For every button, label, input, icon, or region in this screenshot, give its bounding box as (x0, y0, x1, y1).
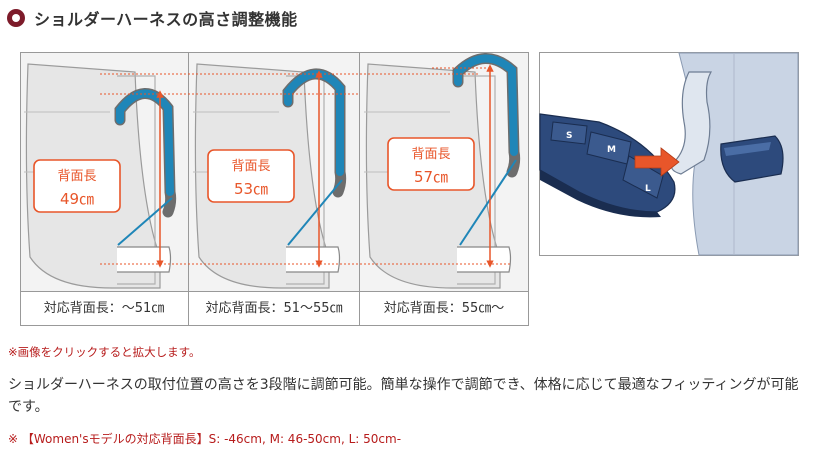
panel-2-label: 背面長 (231, 159, 270, 174)
panel-2-caption: 対応背面長：51〜55㎝ (205, 301, 342, 316)
panel-49: 背面長 49㎝ 対応背面長：〜51㎝ (21, 53, 188, 316)
section-heading: ショルダーハーネスの高さ調整機能 (6, 6, 298, 30)
panel-1-value: 49㎝ (60, 190, 94, 208)
panel-2-value: 53㎝ (234, 180, 268, 198)
height-adjustment-diagram[interactable]: 背面長 49㎝ 対応背面長：〜51㎝ 背面長 53㎝ 対応背面長：51〜55㎝ … (20, 52, 529, 326)
panel-3-caption: 対応背面長：55㎝〜 (384, 301, 505, 316)
panel-1-caption: 対応背面長：〜51㎝ (44, 301, 165, 316)
panel-3-value: 57㎝ (414, 168, 448, 186)
orange-arrow-icon (634, 147, 680, 177)
circle-bullet-icon (7, 9, 25, 27)
click-to-enlarge-note: ※画像をクリックすると拡大します。 (8, 345, 201, 359)
panel-1-label: 背面長 (57, 169, 96, 184)
panel-53: 背面長 53㎝ 対応背面長：51〜55㎝ (189, 53, 359, 316)
womens-size-note: ※ 【Women'sモデルの対応背面長】S: -46cm, M: 46-50cm… (8, 432, 402, 446)
harness-slot-closeup[interactable]: S M L (539, 52, 799, 256)
feature-description: ショルダーハーネスの取付位置の高さを3段階に調節可能。簡単な操作で調節でき、体格… (8, 377, 799, 415)
section-title: ショルダーハーネスの高さ調整機能 (34, 10, 298, 29)
slot-label-l: L (645, 184, 651, 194)
slot-label-s: S (566, 131, 572, 141)
slot-label-m: M (607, 145, 616, 155)
panel-3-label: 背面長 (411, 147, 450, 162)
panel-57: 背面長 57㎝ 対応背面長：55㎝〜 (360, 53, 528, 316)
